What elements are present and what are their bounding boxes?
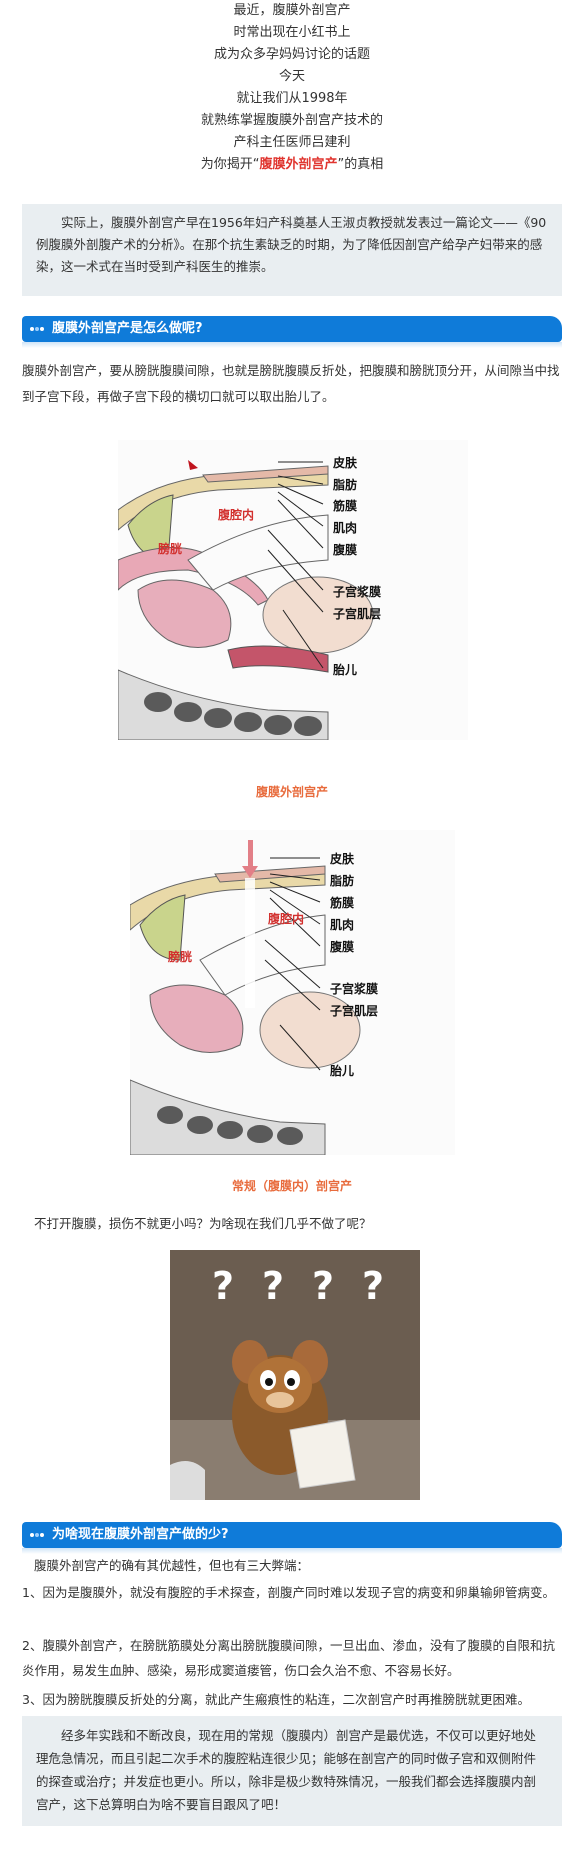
section-title-how: 腹膜外剖宫产是怎么做呢? [52,321,203,336]
fig2-label-abdominal-cavity: 腹腔内 [268,912,305,926]
quote-box-history: 实际上，腹膜外剖宫产早在1956年妇产科奠基人王淑贞教授就发表过一篇论文——《9… [22,204,562,296]
anatomy-illustration [117,440,468,741]
section-header-bar [22,316,562,342]
fig1-label-myometrium: 子宫肌层 [333,607,382,621]
question-mark-4: ? [362,1264,385,1308]
pointer-lines [267,461,324,669]
quote-conclusion-text: 经多年实践和不断改良，现在用的常规（腹膜内）剖宫产是最优选，不仅可以更好地处理危… [36,1728,537,1812]
figure-intraperitoneal: 皮肤 脂肪 筋膜 肌肉 腹膜 子宫浆膜 子宫肌层 胎儿 腹腔内 膀胱 [129,830,455,1156]
intro-line: 成为众多孕妈妈讨论的话题 [213,47,370,62]
fig1-label-fascia: 筋膜 [333,499,358,513]
fig2-label-fetus: 胎儿 [330,1064,355,1078]
dots-icon [30,1533,44,1537]
fig1-label-peritoneum: 腹膜 [333,543,358,557]
pointer-lines [264,857,321,1071]
fig2-label-muscle: 肌肉 [330,918,355,932]
fig2-label-bladder: 膀胱 [168,950,193,964]
section-header-bar [22,1522,562,1548]
fig2-label-fat: 脂肪 [330,874,355,888]
fig1-label-bladder: 膀胱 [158,542,183,556]
anatomy-illustration [129,830,455,1156]
fig2-label-fascia: 筋膜 [330,896,355,910]
question-paragraph: 不打开腹膜，损伤不就更小吗？为啥现在我们几乎不做了呢？ [34,1216,372,1231]
section1-paragraph: 腹膜外剖宫产，要从膀胱腹膜间隙，也就是膀胱腹膜反折处，把腹膜和膀胱顶分开，从间隙… [22,363,560,404]
intro-line: 时常出现在小红书上 [233,25,351,40]
figure-extraperitoneal: 皮肤 脂肪 筋膜 肌肉 腹膜 子宫浆膜 子宫肌层 胎儿 腹腔内 膀胱 [117,440,468,741]
anatomy-drawing [129,840,361,1156]
intro-last-line: 为你揭开“腹膜外剖宫产”的真相 [0,154,584,176]
question-mark-2: ? [262,1264,285,1308]
fig2-label-peritoneum: 腹膜 [330,940,355,954]
fig1-label-muscle: 肌肉 [333,521,358,535]
intro-block: 最近，腹膜外剖宫产 时常出现在小红书上 成为众多孕妈妈讨论的话题 今天 就让我们… [0,0,584,176]
figure1-caption: 腹膜外剖宫产 [255,785,328,799]
quote-box-conclusion: 经多年实践和不断改良，现在用的常规（腹膜内）剖宫产是最优选，不仅可以更好地处理危… [22,1716,562,1826]
section-title-why: 为啥现在腹膜外剖宫产做的少? [52,1527,229,1542]
fig1-label-fat: 脂肪 [333,478,358,492]
intro-line: 今天 [278,69,305,84]
quote-history-text: 实际上，腹膜外剖宫产早在1956年妇产科奠基人王淑贞教授就发表过一篇论文——《9… [36,215,547,274]
intro-line: 就让我们从1998年 [236,91,348,106]
question-mark-1: ? [212,1264,235,1308]
intro-line: 产科主任医师吕建利 [233,135,351,150]
meme-illustration [170,1250,420,1500]
drawback-1: 1、因为是腹膜外，就没有腹腔的手术探查，剖腹产同时难以发现子宫的病变和卵巢输卵管… [22,1585,555,1600]
drawback-3: 3、因为膀胱腹膜反折处的分离，就此产生瘢痕性的粘连，二次剖宫产时再推膀胱就更困难… [22,1692,530,1707]
drawbacks-intro: 腹膜外剖宫产的确有其优越性，但也有三大弊端： [34,1558,310,1573]
figure2-caption: 常规（腹膜内）剖宫产 [231,1179,352,1193]
intro-highlight: 腹膜外剖宫产 [259,157,338,172]
intro-last-prefix: 为你揭开“ [200,157,260,172]
intro-line: 就熟练掌握腹膜外剖宫产技术的 [200,113,383,128]
dots-icon [30,327,44,331]
fig2-label-myometrium: 子宫肌层 [330,1004,379,1018]
section-header-why: 为啥现在腹膜外剖宫产做的少? [22,1522,562,1554]
drawback-2: 2、腹膜外剖宫产，在膀胱筋膜处分离出膀胱腹膜间隙，一旦出血、渗血，没有了腹膜的自… [22,1638,555,1678]
intro-line: 最近，腹膜外剖宫产 [233,3,351,18]
anatomy-drawing [117,460,374,741]
intro-last-suffix: ”的真相 [337,157,384,172]
fig2-label-uterine-serosa: 子宫浆膜 [330,982,379,996]
fig2-label-skin: 皮肤 [330,852,355,866]
fig1-label-skin: 皮肤 [333,456,358,470]
meme-image: ? ? ? ? [170,1250,420,1500]
question-mark-3: ? [312,1264,335,1308]
section-header-how: 腹膜外剖宫产是怎么做呢? [22,316,562,348]
fig1-label-fetus: 胎儿 [333,663,358,677]
fig1-label-abdominal-cavity: 腹腔内 [218,508,255,522]
fig1-label-uterine-serosa: 子宫浆膜 [333,585,382,599]
